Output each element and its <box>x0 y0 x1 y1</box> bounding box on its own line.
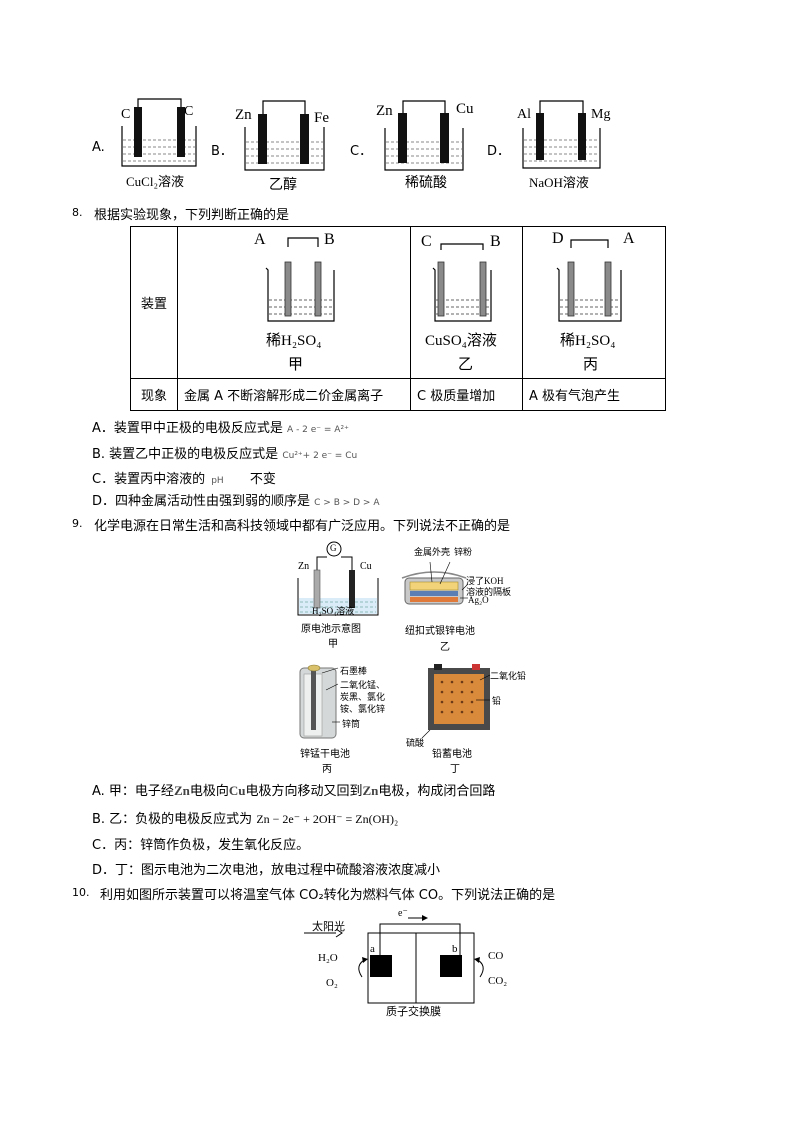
q8-bing-phenomenon: A 极有气泡产生 <box>522 378 666 411</box>
q9-yi-label-koh: 浸了KOH <box>466 576 504 586</box>
q9-yi-label-zinc: 锌粉 <box>454 547 473 557</box>
q8-number: 8. <box>72 206 83 219</box>
q7-b-solution: 乙醇 <box>269 177 297 193</box>
q9-ding-label-pbo2: 二氧化铅 <box>490 671 527 681</box>
q9-bing-label-graphite: 石墨棒 <box>340 666 368 676</box>
q8-option-b[interactable]: B. 装置乙中正极的电极反应式是 Cu²⁺+ 2 e⁻ = Cu <box>92 447 358 462</box>
q8-jia-name: 甲 <box>288 355 304 373</box>
q8-option-a-formula: A - 2 e⁻ = A²⁺ <box>287 425 349 435</box>
q7-option-d-letter[interactable]: D． <box>487 144 511 159</box>
q8-option-c-formula: pH <box>211 476 224 486</box>
q8-table: 装置 A B 稀H₂SO₄ 甲 C B CuSO₄溶液 乙 D A 稀H₂SO₄… <box>130 226 666 411</box>
q9-ding-label-pb: 铅 <box>492 696 502 706</box>
q7-a-left-electrode: C <box>121 107 131 122</box>
q7-option-a-letter[interactable]: A. <box>92 140 105 155</box>
q10-figure: 太阳光 e⁻ a b H₂O O₂ CO CO₂ 质子交换膜 <box>300 905 530 1020</box>
q10-electrode-a: a <box>370 943 375 955</box>
q8-stem: 根据实验现象，下列判断正确的是 <box>94 208 290 223</box>
q9-jia-left: Zn <box>298 561 310 572</box>
q8-option-d[interactable]: D．四种金属活动性由强到弱的顺序是 C > B > D > A <box>92 494 380 509</box>
q8-bing-solution: 稀H₂SO₄ <box>560 333 616 349</box>
q9-bing-label-mno2: 二氧化锰、 <box>340 680 386 690</box>
q9-yi-caption: 纽扣式银锌电池 <box>405 626 475 637</box>
q8-jia-left: A <box>254 231 266 248</box>
q10-co2: CO₂ <box>488 975 508 987</box>
q9-yi-label-shell: 金属外壳 <box>414 547 451 557</box>
q9-figure: G Zn Cu H₂SO₄溶液 原电池示意图 甲 金属外壳 锌粉 浸了KOH 溶… <box>290 540 538 776</box>
q8-option-b-formula: Cu²⁺+ 2 e⁻ = Cu <box>282 451 358 461</box>
q10-sun-label: 太阳光 <box>312 921 345 933</box>
q8-jia-right: B <box>324 231 335 248</box>
q9-jia-name: 甲 <box>328 639 338 650</box>
q8-jia-solution: 稀H₂SO₄ <box>266 333 322 349</box>
q9-option-c[interactable]: C．丙：锌筒作负极，发生氧化反应。 <box>92 838 310 853</box>
q7-c-right-electrode: Cu <box>456 101 474 117</box>
q8-cell-jia: A B 稀H₂SO₄ 甲 <box>177 226 411 379</box>
q8-jia-phenomenon: 金属 A 不断溶解形成二价金属离子 <box>177 378 411 411</box>
q7-a-right-electrode: C <box>184 104 194 119</box>
q8-cell-yi: C B CuSO₄溶液 乙 <box>410 226 523 379</box>
q8-yi-right: B <box>490 233 501 250</box>
q7-c-left-electrode: Zn <box>376 103 393 119</box>
q9-ding-label-acid: 硫酸 <box>406 738 425 748</box>
q9-ding-caption: 铅蓄电池 <box>432 749 472 760</box>
q8-bing-left: D <box>552 230 564 247</box>
q9-yi-label-ag2o: Ag₂O <box>468 595 489 605</box>
q8-yi-name: 乙 <box>458 355 474 373</box>
q7-a-solution: CuCl₂溶液 <box>126 174 184 189</box>
q7-beaker-diagrams <box>121 98 601 171</box>
q10-number: 10. <box>72 886 90 899</box>
q9-option-d[interactable]: D．丁：图示电池为二次电池，放电过程中硫酸溶液浓度减小 <box>92 863 441 878</box>
q9-option-b[interactable]: B. 乙：负极的电极反应式为 Zn − 2e⁻ + 2OH⁻ = Zn(OH)₂ <box>92 812 399 827</box>
q9-jia-caption: 原电池示意图 <box>301 624 361 635</box>
q7-b-left-electrode: Zn <box>235 107 252 123</box>
q8-cell-bing: D A 稀H₂SO₄ 丙 <box>522 226 666 379</box>
q7-d-right-electrode: Mg <box>591 107 611 122</box>
q9-bing-label-nh4cl: 铵、氯化锌 <box>340 704 386 714</box>
q10-o2: O₂ <box>326 977 338 989</box>
q10-stem: 利用如图所示装置可以将温室气体 CO₂转化为燃料气体 CO。下列说法正确的是 <box>100 888 556 903</box>
q9-jia-right: Cu <box>360 561 372 572</box>
q8-yi-phenomenon: C 极质量增加 <box>410 378 523 411</box>
q8-yi-solution: CuSO₄溶液 <box>425 333 497 349</box>
q7-option-b-letter[interactable]: B． <box>211 144 233 159</box>
q10-membrane-label: 质子交换膜 <box>386 1006 441 1018</box>
q9-bing-name: 丙 <box>322 764 332 775</box>
q9-yi-label-separator: 溶液的隔板 <box>466 587 512 597</box>
q8-bing-right: A <box>623 230 635 247</box>
q10-electrode-b: b <box>452 943 458 955</box>
q7-c-solution: 稀硫酸 <box>405 175 447 191</box>
q10-h2o: H₂O <box>318 952 338 964</box>
q7-b-right-electrode: Fe <box>314 110 329 126</box>
q7-d-solution: NaOH溶液 <box>529 175 589 190</box>
q9-option-a[interactable]: A. 甲：电子经Zn电极向Cu电极方向移动又回到Zn电极，构成闭合回路 <box>92 783 496 799</box>
q7-d-left-electrode: Al <box>517 107 531 122</box>
q9-option-b-formula: Zn − 2e⁻ + 2OH⁻ = Zn(OH)₂ <box>256 812 399 826</box>
q9-jia-solution: H₂SO₄溶液 <box>312 606 355 616</box>
q8-option-a[interactable]: A．装置甲中正极的电极反应式是 A - 2 e⁻ = A²⁺ <box>92 421 349 436</box>
q9-number: 9. <box>72 517 83 530</box>
q9-jia-meter: G <box>330 543 337 553</box>
q8-option-c[interactable]: C．装置丙中溶液的 pH 不变 <box>92 472 276 487</box>
q7-option-c-letter[interactable]: C． <box>350 144 373 159</box>
q9-ding-name: 丁 <box>450 764 460 775</box>
q10-co: CO <box>488 950 504 962</box>
q9-yi-name: 乙 <box>440 642 450 653</box>
q8-option-d-formula: C > B > D > A <box>314 498 380 508</box>
q8-row-phenomenon-label: 现象 <box>130 378 178 411</box>
q9-stem: 化学电源在日常生活和高科技领域中都有广泛应用。下列说法不正确的是 <box>94 519 511 534</box>
q10-electron-label: e⁻ <box>398 908 408 919</box>
q9-bing-caption: 锌锰干电池 <box>300 749 350 760</box>
q9-bing-label-zinc-can: 锌筒 <box>342 719 361 729</box>
q8-bing-name: 丙 <box>583 355 599 373</box>
q8-yi-left: C <box>421 233 432 250</box>
q8-beaker-diagrams <box>265 237 622 322</box>
q9-bing-label-carbon: 炭黑、氯化 <box>340 692 386 702</box>
